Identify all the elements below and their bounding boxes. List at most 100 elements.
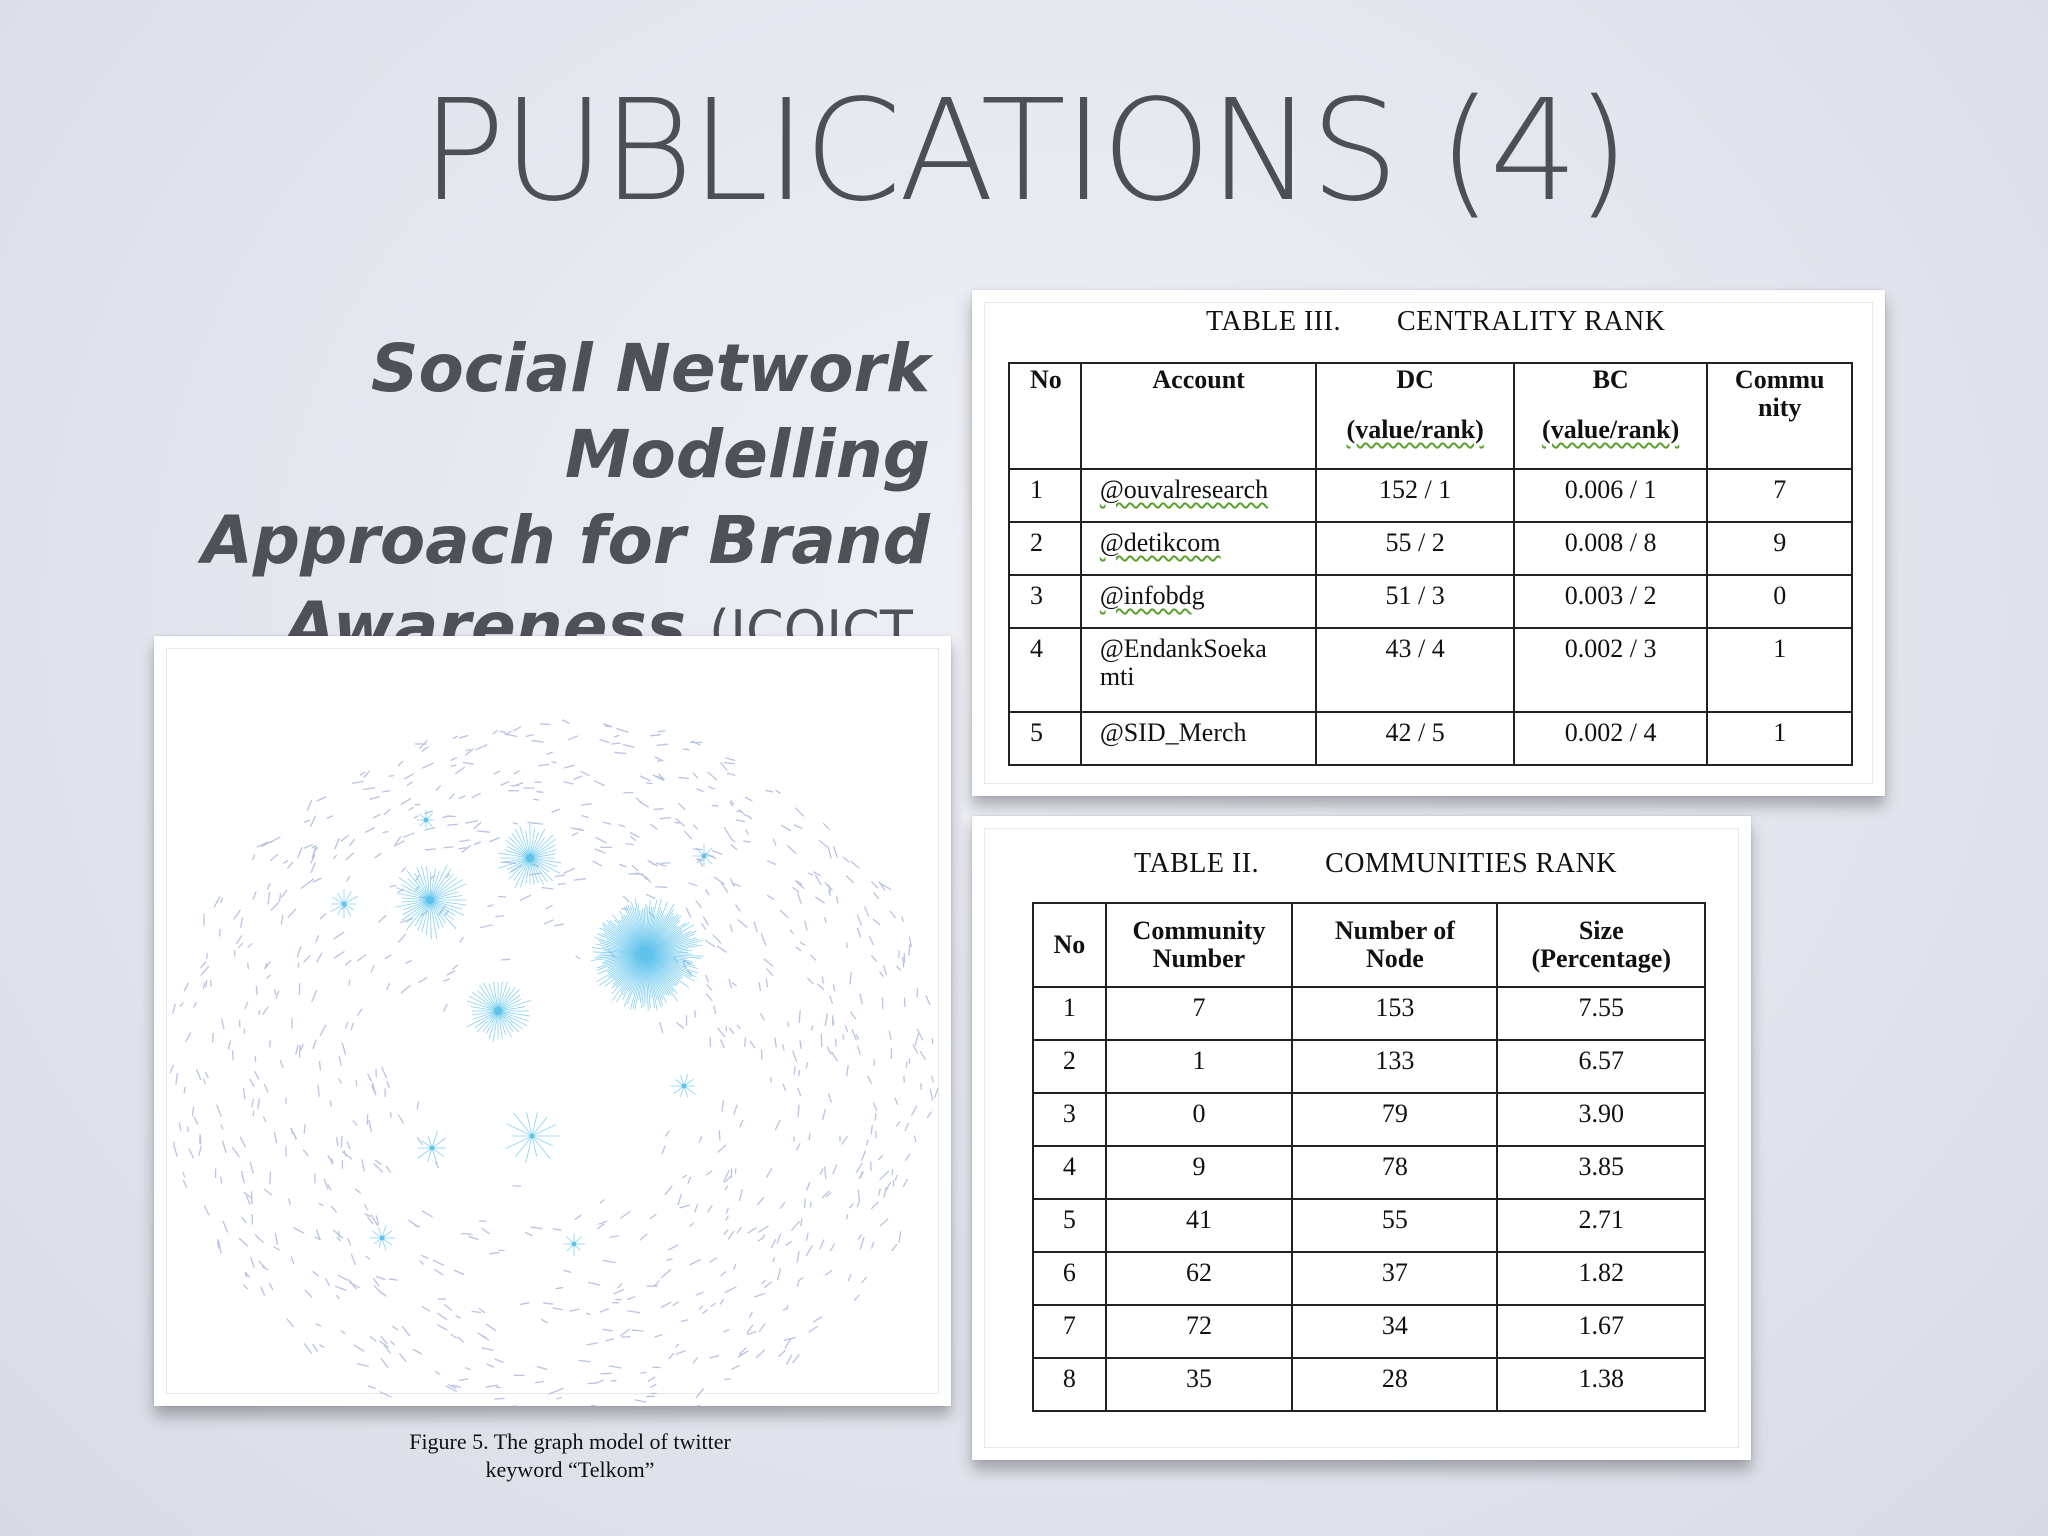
table2-cell-community: 0 [1104,1092,1294,1147]
table2-cell-community: 7 [1104,986,1294,1041]
table2-cell-community: 62 [1104,1251,1294,1306]
table3-cell-dc: 152 / 1 [1315,468,1515,523]
table3-card: TABLE III. CENTRALITY RANK No Account DC … [972,290,1885,796]
table3-header-bc-label: BC [1592,365,1629,394]
table3-cell-account: @infobdg [1079,574,1318,629]
table2-header-nodes: Number of Node [1291,902,1499,988]
table3-cell-community: 1 [1706,711,1853,766]
table2-header-size-2: (Percentage) [1531,944,1671,973]
table3-cell-account: @EndankSoeka mti [1079,627,1318,713]
table3-header-community: Commu nity [1706,362,1853,470]
table3-cell-bc: 0.008 / 8 [1512,521,1709,576]
table3-header-community-2: nity [1758,393,1802,422]
table3-cell-community: 1 [1706,627,1853,713]
account-text: @detikcom [1099,528,1221,557]
table2-cell-no: 7 [1032,1304,1107,1359]
table2-header-no: No [1032,902,1107,988]
table2-header-community-2: Number [1152,944,1246,973]
table2-header-size-1: Size [1578,916,1624,945]
table2-cell-community: 35 [1104,1357,1294,1412]
table3-cell-no: 5 [1008,711,1082,766]
centrality-table: No Account DC (value/rank) BC (value/ran… [1008,362,1853,766]
graph-nodes [169,719,939,1406]
paper-title-line-1: Social Network Modelling [370,330,930,493]
table2-cell-community: 9 [1104,1145,1294,1200]
table3-label: TABLE III. [1206,306,1341,337]
table3-cell-no: 4 [1008,627,1082,713]
table2-cell-size: 6.57 [1496,1039,1706,1094]
table-row: 4 @EndankSoeka mti 43 / 4 0.002 / 3 1 [1008,627,1853,713]
table2-cell-community: 72 [1104,1304,1294,1359]
table3-cell-dc: 42 / 5 [1315,711,1515,766]
account-text: @EndankSoeka [1099,634,1267,663]
table2-cell-nodes: 79 [1291,1092,1499,1147]
table2-cell-size: 1.82 [1496,1251,1706,1306]
table2-name: COMMUNITIES RANK [1325,848,1618,879]
table2-cell-nodes: 78 [1291,1145,1499,1200]
table2-cell-no: 4 [1032,1145,1107,1200]
table3-cell-bc: 0.002 / 3 [1512,627,1709,713]
network-graph [169,719,939,1406]
table2-cell-no: 5 [1032,1198,1107,1253]
table2-cell-nodes: 153 [1291,986,1499,1041]
table3-cell-dc: 55 / 2 [1315,521,1515,576]
table3-header-dc-sub: (value/rank) [1346,415,1484,444]
figure-caption-line-2: keyword “Telkom” [485,1457,655,1482]
table3-cell-community: 7 [1706,468,1853,523]
graph-figure-card [154,636,951,1406]
table2-cell-nodes: 34 [1291,1304,1499,1359]
table3-cell-dc: 43 / 4 [1315,627,1515,713]
table2-cell-no: 3 [1032,1092,1107,1147]
table2-label: TABLE II. [1134,848,1260,879]
table2-cell-no: 6 [1032,1251,1107,1306]
table3-header-bc-sub: (value/rank) [1542,415,1680,444]
table2-cell-size: 3.90 [1496,1092,1706,1147]
table3-header-account: Account [1079,362,1318,470]
account-text: @infobdg [1099,581,1205,610]
table2-cell-size: 2.71 [1496,1198,1706,1253]
table3-cell-no: 3 [1008,574,1082,629]
table2-cell-community: 1 [1104,1039,1294,1094]
table3-cell-account: @ouvalresearch [1079,468,1318,523]
account-text: @ouvalresearch [1099,475,1269,504]
table3-header-bc: BC (value/rank) [1512,362,1709,470]
table3-cell-bc: 0.002 / 4 [1512,711,1709,766]
table3-header-community-1: Commu [1734,365,1825,394]
paper-title-line-2: Approach for Brand [201,502,930,579]
table2-cell-no: 1 [1032,986,1107,1041]
table2-cell-nodes: 55 [1291,1198,1499,1253]
table2-cell-nodes: 37 [1291,1251,1499,1306]
table3-cell-account: @SID_Merch [1079,711,1318,766]
table2-cell-community: 41 [1104,1198,1294,1253]
table3-cell-community: 0 [1706,574,1853,629]
table2-header-nodes-1: Number of [1334,916,1455,945]
table-row: 5 @SID_Merch 42 / 5 0.002 / 4 1 [1008,711,1853,766]
table3-caption: TABLE III. CENTRALITY RANK [1206,306,1666,338]
slide-title: PUBLICATIONS (4) [421,70,1630,233]
figure-caption-line-1: Figure 5. The graph model of twitter [409,1429,731,1454]
table-row: 2 @detikcom 55 / 2 0.008 / 8 9 [1008,521,1853,576]
table3-name: CENTRALITY RANK [1396,306,1666,337]
table2-header-size: Size (Percentage) [1496,902,1706,988]
table2-card: TABLE II. COMMUNITIES RANK No Community N… [972,816,1751,1460]
table3-header-dc-label: DC [1396,365,1434,394]
figure-caption: Figure 5. The graph model of twitter key… [330,1428,810,1484]
table2-caption: TABLE II. COMMUNITIES RANK [1134,848,1617,880]
table2-cell-size: 7.55 [1496,986,1706,1041]
table3-cell-bc: 0.006 / 1 [1512,468,1709,523]
table3-header-dc: DC (value/rank) [1315,362,1515,470]
table3-header-no: No [1008,362,1082,470]
table3-cell-dc: 51 / 3 [1315,574,1515,629]
communities-table: No Community Number Number of Node Size … [1032,902,1706,1412]
table2-cell-size: 1.38 [1496,1357,1706,1412]
table-row: 1 @ouvalresearch 152 / 1 0.006 / 1 7 [1008,468,1853,523]
table3-cell-no: 2 [1008,521,1082,576]
table3-cell-no: 1 [1008,468,1082,523]
table3-cell-account: @detikcom [1079,521,1318,576]
